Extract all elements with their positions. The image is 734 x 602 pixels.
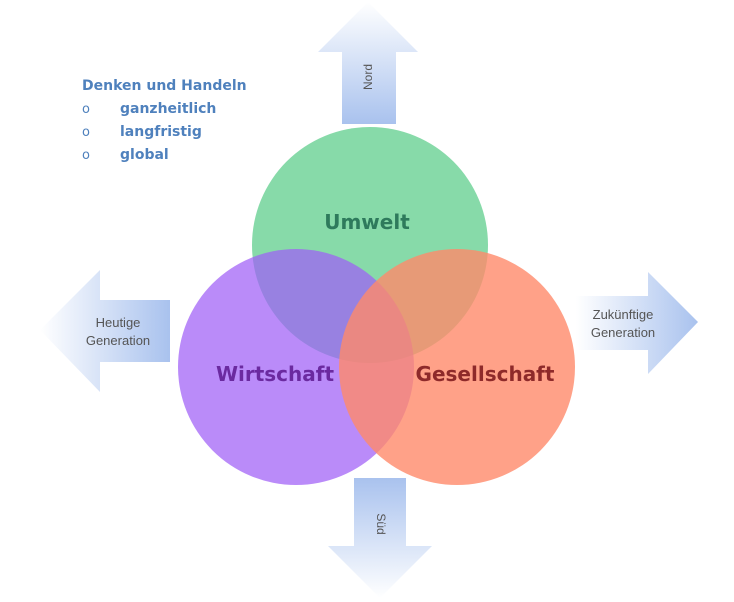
west-arrow: Heutige Generation	[40, 270, 170, 392]
economy-label: Wirtschaft	[216, 362, 335, 386]
north-arrow-shape	[318, 2, 418, 124]
list-item: o ganzheitlich	[82, 98, 247, 121]
list-item-text: global	[120, 147, 169, 163]
society-circle	[339, 249, 575, 485]
north-arrow-label: Nord	[361, 64, 375, 90]
list-item-text: ganzheitlich	[120, 101, 217, 117]
north-arrow: Nord	[318, 2, 418, 124]
environment-label: Umwelt	[324, 210, 410, 234]
venn-circles	[178, 127, 575, 485]
west-arrow-label-line1: Heutige	[96, 315, 141, 330]
principles-list: Denken und Handeln o ganzheitlich o lang…	[82, 78, 247, 167]
society-label: Gesellschaft	[416, 362, 555, 386]
principles-heading: Denken und Handeln	[82, 78, 247, 94]
bullet-icon: o	[82, 125, 90, 140]
east-arrow-label-line2: Generation	[591, 325, 655, 340]
east-arrow-shape	[576, 272, 698, 374]
west-arrow-label-line2: Generation	[86, 333, 150, 348]
list-item-text: langfristig	[120, 124, 202, 140]
principles-items: o ganzheitlich o langfristig o global	[82, 98, 247, 167]
bullet-icon: o	[82, 148, 90, 163]
south-arrow-label: Süd	[374, 513, 388, 534]
list-item: o langfristig	[82, 121, 247, 144]
east-arrow-label-line1: Zukünftige	[593, 307, 654, 322]
west-arrow-shape	[40, 270, 170, 392]
south-arrow: Süd	[328, 478, 432, 598]
east-arrow: Zukünftige Generation	[576, 272, 698, 374]
list-item: o global	[82, 144, 247, 167]
south-arrow-shape	[328, 478, 432, 598]
bullet-icon: o	[82, 102, 90, 117]
